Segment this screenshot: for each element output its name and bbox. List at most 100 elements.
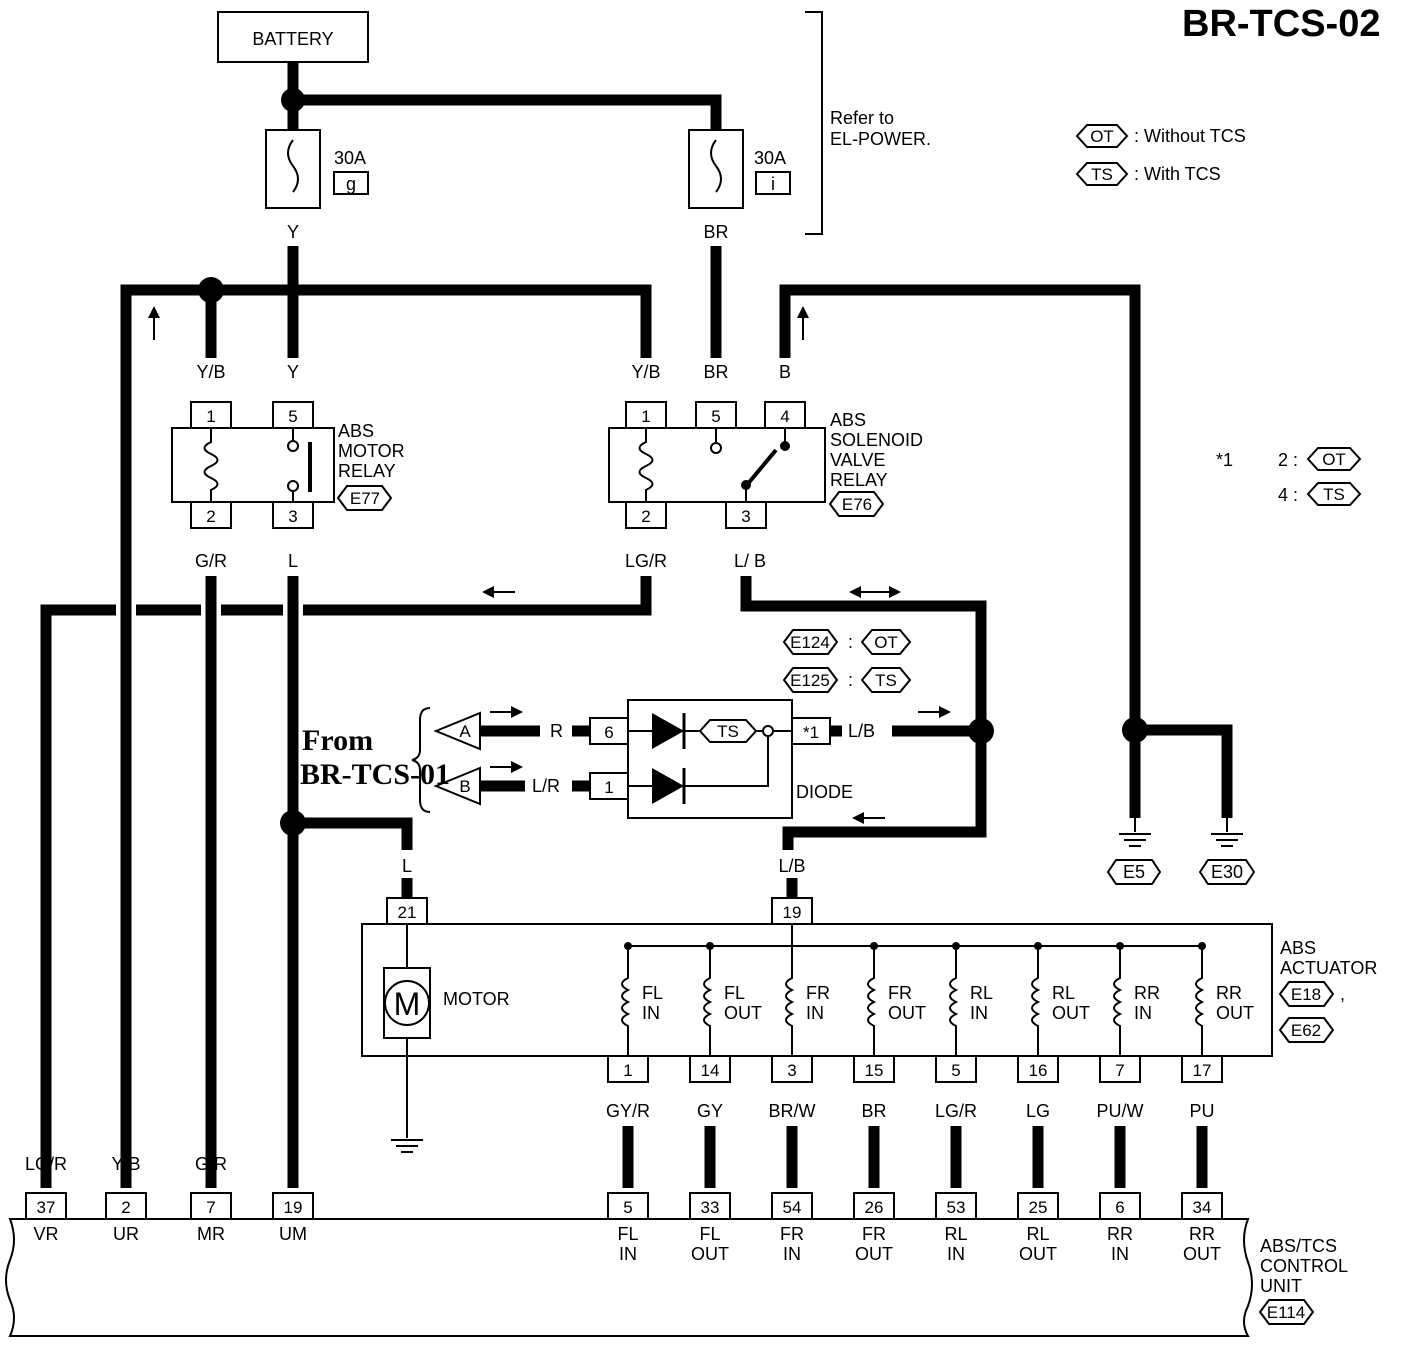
cu-right-pin-3: 26 [865, 1198, 884, 1217]
refer-bracket [805, 11, 823, 235]
solenoid-coil-1 [703, 946, 713, 1056]
cu-right-pin-5: 25 [1029, 1198, 1048, 1217]
note-star: *1 [1216, 450, 1233, 470]
from-line-1: From [302, 724, 373, 757]
refer-line-1: Refer to [830, 108, 894, 128]
wire-label-common: L/B [778, 856, 805, 876]
sr-pin-3-box [725, 501, 767, 529]
control-unit-right-pins: 5FLIN33FLOUT54FRIN26FROUT53RLIN25RLOUT6R… [607, 1192, 1223, 1264]
sr-contact-4 [780, 441, 790, 451]
arrow-up-right-head [797, 306, 809, 318]
cu-name-3: UNIT [1260, 1276, 1302, 1296]
cu-right-label-1-2: FR [780, 1224, 804, 1244]
cu-left-label-3: UM [279, 1224, 307, 1244]
cu-left-pin-2: 7 [206, 1198, 215, 1217]
ground-e5-conn-shape [1106, 859, 1162, 885]
wire-label-sr-top-1: Y/B [631, 362, 660, 382]
cu-left-wire-label-0: LG/R [25, 1154, 67, 1174]
arrow-right-lb-head [939, 706, 951, 718]
sr-pin-2: 2 [641, 507, 650, 526]
actuator-conn2: E62 [1291, 1021, 1321, 1040]
mr-coil [203, 428, 219, 502]
actuator-pin-2: 3 [787, 1061, 796, 1080]
arrow-right-r-head [511, 706, 523, 718]
diode-sep-2: : [848, 670, 853, 690]
cu-left-pin-box-1 [105, 1192, 147, 1220]
mr-pin-1: 1 [206, 407, 215, 426]
cu-right-pin-box-7 [1181, 1192, 1223, 1220]
ground-e5: B E5 [1106, 787, 1162, 885]
note-line-1-num: 2 : [1278, 450, 1298, 470]
splice-battery [281, 88, 305, 112]
diode-pin-6: 6 [604, 723, 613, 742]
legend: OT : Without TCS TS : With TCS [1075, 124, 1246, 186]
act-pin-motor: 21 [398, 903, 417, 922]
cu-right-label-2-7: OUT [1183, 1244, 1221, 1264]
sr-name-4: RELAY [830, 470, 888, 490]
actuator-pin-box-1 [689, 1055, 731, 1083]
arrow-both-lb-heads [849, 586, 901, 598]
cu-right-label-1-4: RL [944, 1224, 967, 1244]
cu-left-pin-box-2 [190, 1192, 232, 1220]
legend-ot-tag: OT [1090, 127, 1114, 146]
ground-e30-wire: B [1221, 787, 1233, 807]
battery-label: BATTERY [252, 29, 333, 49]
wire-label-sr-bottom-3: L/ B [734, 551, 766, 571]
cu-left-wire-label-3: L [288, 1154, 298, 1174]
motor-housing [383, 967, 431, 1039]
cu-left-pin-box-0 [25, 1192, 67, 1220]
solenoid-label-1-5: RL [1052, 983, 1075, 1003]
fuse-g: 30A g [265, 129, 369, 209]
abs-motor-relay: 1 5 2 3 ABS MOTOR RELAY E77 [171, 401, 405, 529]
sr-pin-4: 4 [780, 407, 789, 426]
wire-label-mr-top-5: Y [287, 362, 299, 382]
wire-label-sr-top-4: B [779, 362, 791, 382]
solenoid-coil-7 [1195, 946, 1205, 1056]
battery-box [217, 11, 369, 63]
diode-pin-6-box [589, 717, 629, 745]
diode-label: DIODE [796, 782, 853, 802]
sr-pin-1-box [625, 401, 667, 429]
mr-pin-5-box [272, 401, 314, 429]
fuse-i-id: i [771, 174, 775, 194]
cu-right-pin-box-2 [771, 1192, 813, 1220]
diode-conn2-tag: TS [875, 671, 897, 690]
solenoid-label-1-0: FL [642, 983, 663, 1003]
motor-label: MOTOR [443, 989, 510, 1009]
abs-actuator: 21 19 M MOTOR FLIN1FLOUT14FRIN3FROUT15RL… [361, 897, 1377, 1153]
solenoid-label-2-5: OUT [1052, 1003, 1090, 1023]
arrow-left-lgr-head [482, 586, 494, 598]
wire-label-solenoid-7: PU [1189, 1101, 1214, 1121]
cu-left-label-1: UR [113, 1224, 139, 1244]
cu-name-1: ABS/TCS [1260, 1236, 1337, 1256]
mr-pin-3: 3 [288, 507, 297, 526]
solenoid-label-2-0: IN [642, 1003, 660, 1023]
cu-right-label-2-4: IN [947, 1244, 965, 1264]
fuse-i-body [688, 129, 744, 209]
sr-pin-2-box [625, 501, 667, 529]
wire-label-fuse-i: BR [703, 222, 728, 242]
wire-label-solenoid-0: GY/R [606, 1101, 650, 1121]
solenoid-coil-0 [621, 946, 631, 1056]
control-unit-body [5, 1218, 1253, 1337]
cu-right-pin-box-5 [1017, 1192, 1059, 1220]
solenoid-label-2-4: IN [970, 1003, 988, 1023]
from-brace [411, 707, 431, 813]
cu-right-label-2-5: OUT [1019, 1244, 1057, 1264]
from-a-flag [433, 711, 481, 751]
cu-conn-shape [1258, 1299, 1315, 1325]
ground-e5-conn: E5 [1123, 862, 1145, 882]
fuse-g-amp: 30A [334, 148, 366, 168]
actuator-pin-7: 17 [1193, 1061, 1212, 1080]
cu-right-label-2-3: OUT [855, 1244, 893, 1264]
from-br-tcs-01: From BR-TCS-01 A B [300, 707, 481, 813]
mr-pin-2-box [190, 501, 232, 529]
actuator-pin-5: 16 [1029, 1061, 1048, 1080]
solenoid-label-1-2: FR [806, 983, 830, 1003]
diode-conn2-tag-shape [860, 667, 912, 693]
solenoid-label-2-3: OUT [888, 1003, 926, 1023]
from-a: A [459, 722, 471, 741]
